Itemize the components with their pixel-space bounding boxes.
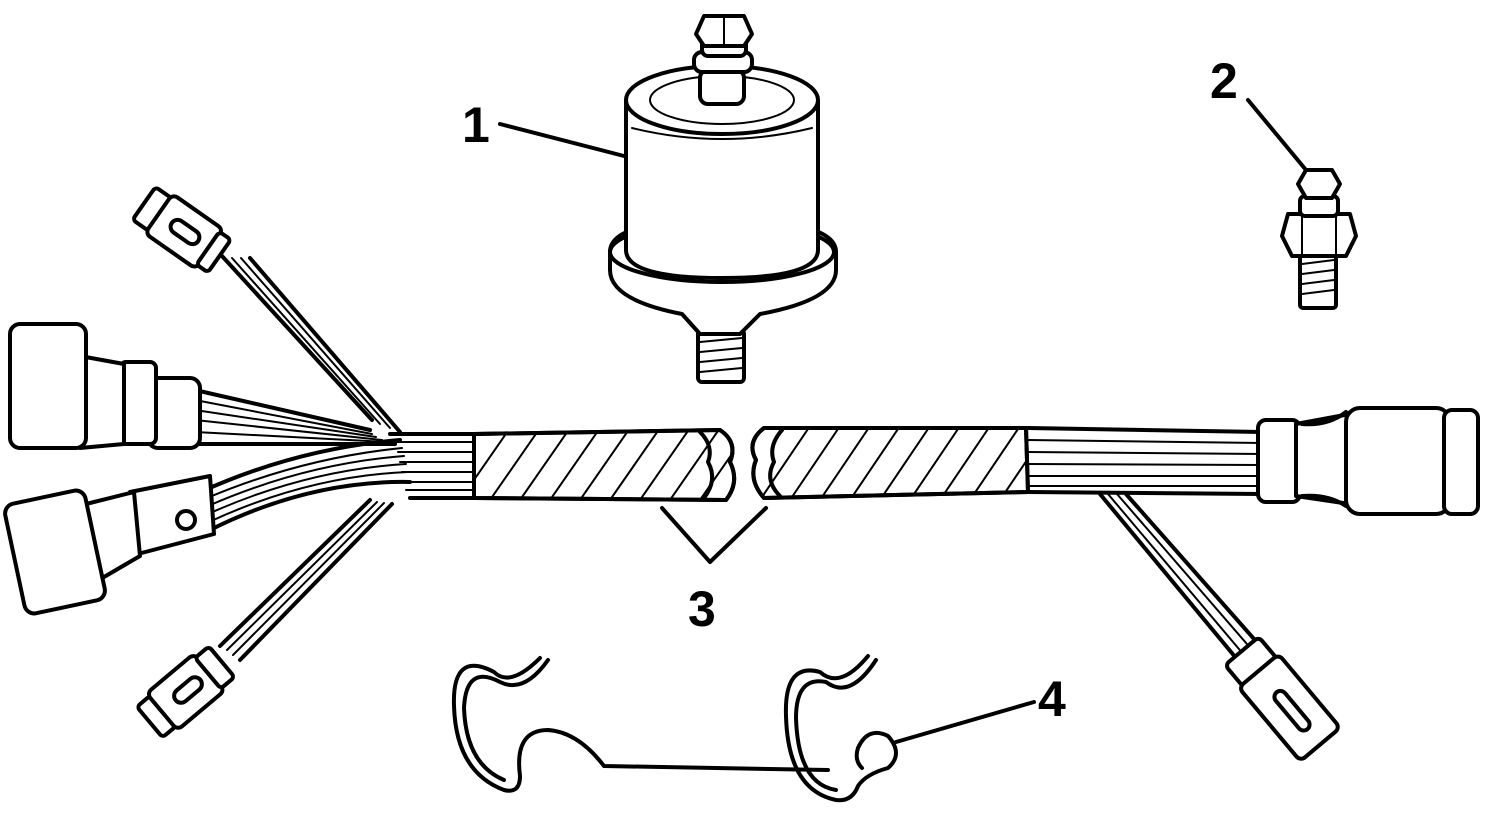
wire-harness	[3, 186, 1480, 761]
leader-4	[894, 700, 1036, 744]
harness-branch-lower-large	[3, 438, 412, 616]
callout-4: 4	[1038, 671, 1066, 727]
harness-trunk-right	[1026, 426, 1264, 496]
callout-3: 3	[688, 581, 716, 637]
harness-connector-right	[1256, 406, 1480, 516]
leader-1	[498, 122, 626, 158]
harness-trunk-left	[388, 432, 478, 500]
callout-1: 1	[462, 97, 490, 153]
leader-3	[660, 506, 768, 564]
temperature-switch	[1280, 168, 1358, 310]
harness-branch-upper-small	[132, 186, 402, 434]
pressure-sender	[608, 14, 838, 384]
harness-branch-upper-large	[8, 322, 397, 450]
wire-clip	[451, 654, 898, 803]
harness-branch-right-small	[1098, 492, 1340, 761]
harness-branch-lower-small	[136, 498, 394, 738]
leader-lines	[498, 98, 1308, 744]
protective-sleeve	[472, 426, 1030, 502]
leader-2	[1246, 98, 1308, 172]
callout-2: 2	[1210, 53, 1238, 109]
